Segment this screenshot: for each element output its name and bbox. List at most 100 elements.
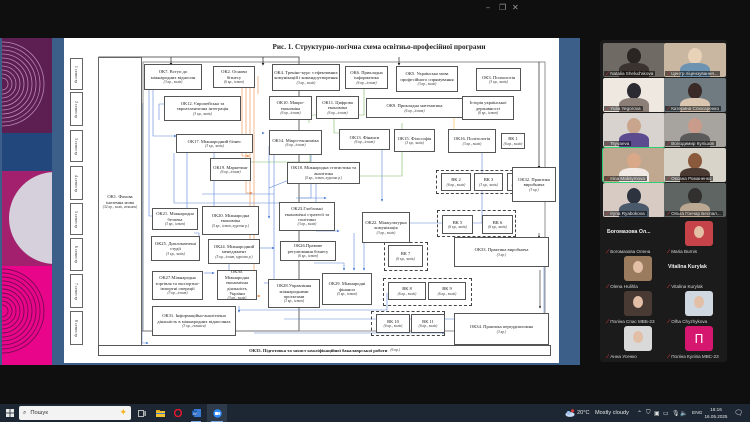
microphone-icon[interactable]: 🎙: [672, 409, 680, 417]
course-title: ОК1. Фахова іноземна мова: [106, 194, 134, 205]
participant-head: [627, 188, 641, 204]
avatar: [624, 326, 652, 351]
course-vk6: ВК 6(6 кр., залік): [482, 215, 513, 234]
course-credits: (3 кр., іспит): [283, 299, 305, 304]
weather-temp[interactable]: 20°C: [577, 410, 590, 416]
course-title: ОК31. Інформаційно-аналітична діяльність…: [157, 313, 231, 324]
course-title: ОК14. Мікро-економіка: [272, 137, 319, 143]
participant-avatar-tile[interactable]: ⟋Анна Усенко: [603, 325, 665, 359]
course-title: ОК30. Міжнародна економічна діяльність У…: [224, 269, 250, 296]
clock[interactable]: 16:16 16.05.2025: [703, 406, 729, 420]
course-credits: (6 кр., іспит): [354, 140, 375, 144]
course-title: ОК24. Міжнародний менеджмент: [213, 243, 255, 255]
search-icon: ⌕: [23, 409, 27, 416]
semester-text: 2 семестр: [74, 100, 80, 118]
course-vk2: ВК 2(6 кр., залік): [441, 173, 471, 191]
course-ok13: ОК13. Фінанси(6 кр., іспит): [339, 129, 390, 150]
connector: [148, 83, 165, 218]
zoom-button[interactable]: [207, 404, 227, 422]
participant-name: Vitalina Kurylak: [671, 284, 703, 289]
decor-blue-block: [2, 133, 52, 171]
word-button[interactable]: W: [188, 404, 204, 422]
participant-video-tile[interactable]: ⟋Ольга Гончар Беспал...: [664, 183, 726, 217]
course-title: ОК35. Підготовка та захист кваліфікаційн…: [249, 347, 388, 353]
course-credits: (6 кр., залік): [397, 291, 417, 296]
participant-video-tile[interactable]: ⟋Оксана Романенко: [664, 148, 726, 182]
close-button[interactable]: ✕: [512, 3, 519, 12]
connector: [152, 83, 177, 138]
participant-video-tile[interactable]: ⟋Центр ліцензування...: [664, 43, 726, 77]
participant-video-tile[interactable]: ⟋Tsyvaeva: [603, 113, 665, 147]
maximize-button[interactable]: ❐: [499, 3, 507, 12]
participant-head: [627, 153, 641, 169]
course-credits: (3 кр.): [529, 187, 539, 192]
participant-video-tile[interactable]: ⟋Катерина Слюсаренко: [664, 78, 726, 112]
volume-icon[interactable]: 🔈: [680, 409, 688, 417]
course-title: ОК25. Дипломатичні студії: [154, 240, 197, 252]
participant-video-tile[interactable]: ⟋Yulia Yegorova: [603, 78, 665, 112]
course-credits: (3 кр., залік): [227, 296, 247, 301]
participant-video-tile[interactable]: ⟋Володимир Кулішов: [664, 113, 726, 147]
participant-name: Tsyvaeva: [610, 141, 630, 146]
muted-mic-icon: ⟋: [667, 141, 671, 146]
weather-condition[interactable]: Mostly cloudy: [595, 410, 629, 416]
participant-avatar-tile[interactable]: Богомазова Ол...⟋Богомазова Олена: [603, 220, 665, 254]
course-credits: (5 кр., іспит, курсова р.): [215, 254, 253, 259]
zoom-icon: [212, 408, 222, 418]
participant-avatar-tile[interactable]: ⟋Olha Chyzhykova: [664, 290, 726, 324]
task-view-button[interactable]: [134, 404, 150, 422]
screen-capture-icon[interactable]: ▣: [654, 409, 660, 417]
participant-avatar-tile[interactable]: ⟋Olena Hulihla: [603, 255, 665, 289]
participant-video-tile[interactable]: ⟋Natalia Shelud'akova: [603, 43, 665, 77]
language-indicator[interactable]: ENG: [692, 410, 703, 416]
course-credits: (6 кр., залік): [418, 324, 438, 328]
semester-label: 1 семестр: [70, 58, 83, 90]
opera-button[interactable]: [170, 404, 186, 422]
course-title: ОК15. Філософія: [397, 135, 432, 141]
course-vk9: ВК 9(6 кр., залік): [428, 282, 466, 300]
course-ok1: ОК1. Фахова іноземна мова (32 кр., залік…: [98, 57, 142, 347]
weather-icon[interactable]: [565, 404, 575, 422]
taskbar-search[interactable]: ⌕ Пошук ✦: [19, 406, 131, 420]
file-explorer-button[interactable]: [152, 404, 168, 422]
connector: [315, 163, 340, 233]
participant-name: Olena Hulihla: [610, 284, 638, 289]
participant-name-label: ⟋Yulia Yegorova: [604, 106, 643, 111]
participant-avatar-tile[interactable]: П⟋Поліна Куліпа МВС-23: [664, 325, 726, 359]
course-credits: (6 кр., іспит): [297, 254, 319, 259]
course-title: ВК 11: [422, 318, 434, 324]
participant-video-tile[interactable]: ⟋Irina Maksymova: [602, 147, 666, 183]
participant-avatar-tile[interactable]: Vitalina Kurylak⟋Vitalina Kurylak: [664, 255, 726, 289]
avatar-letter: П: [694, 331, 704, 346]
muted-mic-icon: ⟋: [606, 211, 610, 216]
display-icon[interactable]: ▭: [663, 409, 669, 417]
minimize-button[interactable]: –: [486, 3, 490, 12]
course-ok6: ОК6. Прикладна інформатика(6 кр., іспит): [345, 66, 388, 89]
semester-label: 4 семестр: [70, 166, 83, 200]
chevron-up-icon[interactable]: ⌃: [637, 409, 643, 417]
course-ok30: ОК30. Міжнародна економічна діяльність У…: [217, 269, 257, 301]
course-title: ОК29. Міжнародні фінанси: [328, 281, 366, 292]
participant-video-tile[interactable]: ⟋Iryna Ryabokova: [603, 183, 665, 217]
course-title: ОК9. Прикладна математика: [386, 103, 443, 109]
muted-mic-icon: ⟋: [606, 354, 610, 359]
security-icon[interactable]: ⛉: [646, 409, 651, 416]
course-credits: (3 кр., залік): [489, 80, 508, 84]
notifications-icon[interactable]: 🗨: [734, 409, 743, 417]
participant-avatar-tile[interactable]: ⟋Maria Burnis: [664, 220, 726, 254]
participants-panel: ⟋Natalia Shelud'akova⟋Центр ліцензування…: [600, 40, 727, 362]
slide-page: Рис. 1. Структурно-логічна схема освітнь…: [64, 38, 559, 363]
participant-head: [688, 153, 702, 169]
course-ok24: ОК24. Міжнародний менеджмент(5 кр., іспи…: [208, 239, 260, 264]
participant-avatar-tile[interactable]: ⟋Поліна Спас МВБ-23: [603, 290, 665, 324]
course-credits: (3 кр., залік): [163, 80, 183, 85]
participant-name-label: ⟋Tsyvaeva: [604, 141, 632, 146]
course-credits: (5 кр., іспит, курсова р.): [304, 176, 343, 181]
decor-concentric-block: [2, 38, 52, 133]
course-title: ВК 8: [402, 286, 412, 292]
course-title: ОК11. Цифрова економіка: [322, 99, 353, 111]
participant-head: [688, 188, 702, 204]
clock-date: 16.05.2025: [704, 414, 728, 419]
start-button[interactable]: [2, 404, 18, 422]
course-ok22: ОК22. Міжкультурна комунікація(3 кр., за…: [362, 212, 410, 243]
